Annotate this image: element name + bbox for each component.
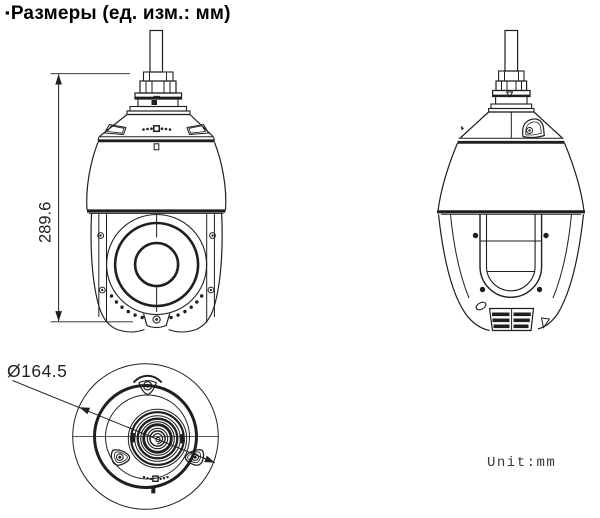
front-view-drawing [86,29,227,333]
page-title: ▪Размеры (ед. изм.: мм) [5,3,231,25]
bottom-view-drawing [72,363,219,510]
page-title-text: Размеры (ед. изм.: мм) [10,3,231,24]
title-bullet-icon: ▪ [5,5,10,20]
front-height-dimension: 289.6 [37,73,133,323]
bottom-diameter-dimension: Ø164.5 [7,361,215,464]
side-view-drawing [437,29,585,332]
height-dimension-label: 289.6 [37,202,55,243]
unit-label: Unit:mm [487,455,557,471]
diameter-dimension-label: Ø164.5 [7,361,67,381]
